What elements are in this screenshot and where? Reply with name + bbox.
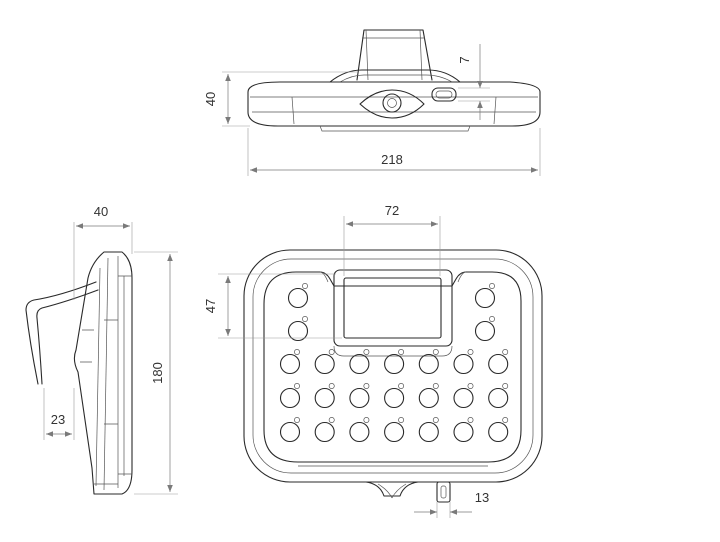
keypad-button [384,383,405,409]
keypad-button [279,383,301,409]
keypad-button [418,417,439,443]
keypad-button [453,383,474,409]
side-clip-label: 23 [51,412,65,427]
keypad-button [418,349,439,375]
top-view: 40 218 7 [203,29,541,176]
front-connector-label: 13 [475,490,489,505]
keypad-button [453,417,474,443]
keypad-button [349,383,370,409]
front-display-width-label: 72 [385,203,399,218]
keypad-button [453,349,474,375]
side-height-label: 180 [150,362,165,384]
keypad-buttons [279,283,509,443]
keypad-button [488,383,509,409]
keypad-button [279,349,301,375]
top-plug-label: 7 [457,56,472,63]
side-button-left [287,283,309,309]
keypad-button [384,417,405,443]
keypad-button [349,417,370,443]
front-display-height-label: 47 [203,299,218,313]
keypad-button [314,349,335,375]
keypad-button [418,383,439,409]
side-view: 40 180 23 [25,204,178,495]
side-button-left [287,316,309,342]
keypad-button [314,383,335,409]
keypad-button [488,417,509,443]
side-depth-label: 40 [94,204,108,219]
keypad-button [488,349,509,375]
keypad-button [384,349,405,375]
side-button-right [474,283,496,309]
top-width-label: 218 [381,152,403,167]
side-button-right [474,316,496,342]
front-view: 72 47 13 [203,203,543,518]
keypad-button [279,417,301,443]
keypad-button [349,349,370,375]
top-height-label: 40 [203,92,218,106]
keypad-button [314,417,335,443]
